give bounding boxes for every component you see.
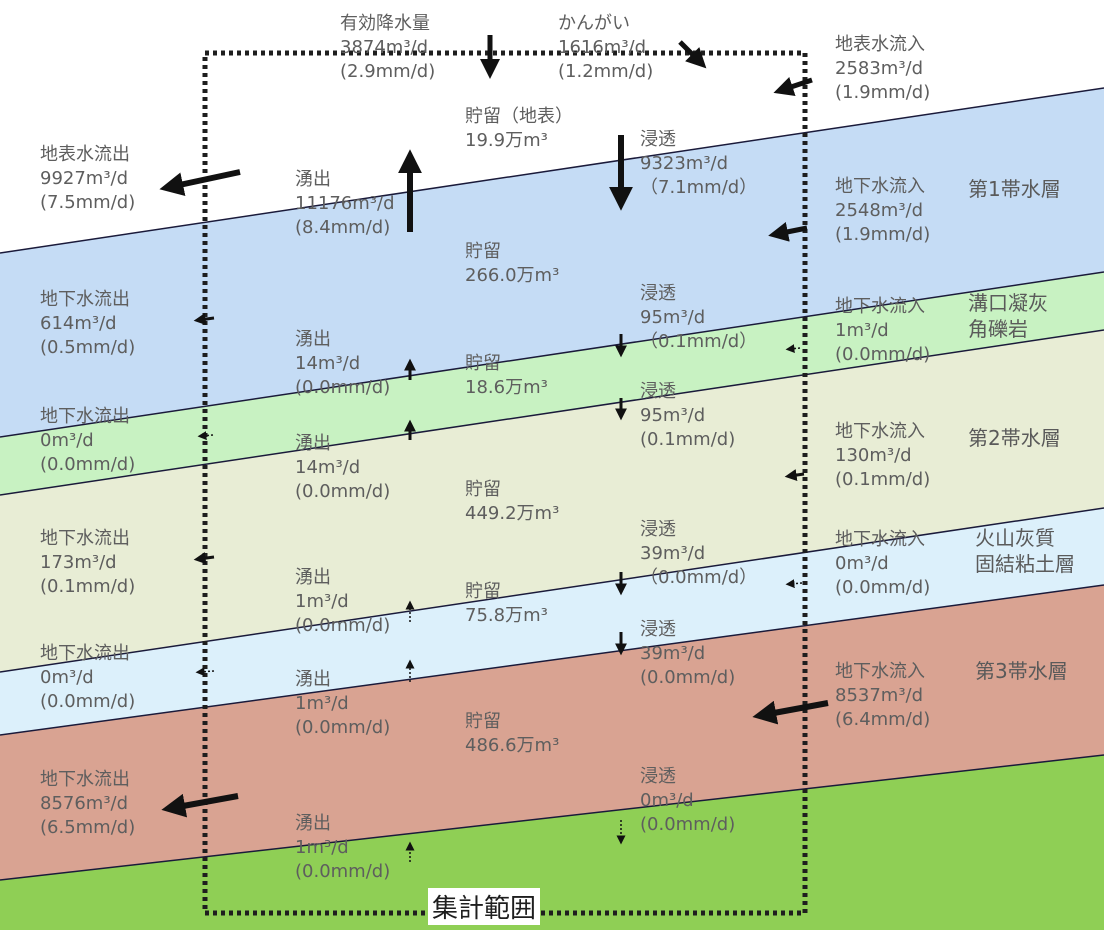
aq3-inflow-label: 地下水流入 8537m³/d (6.4mm/d) xyxy=(835,660,930,732)
scope-label: 集計範囲 xyxy=(428,888,540,925)
arrow-mizo-outflow xyxy=(202,435,213,436)
ash-outflow-label: 地下水流出 0m³/d (0.0mm/d) xyxy=(40,642,135,714)
ash-inflow-label: 地下水流入 0m³/d (0.0mm/d) xyxy=(835,528,930,600)
aq1-storage-label: 貯留 266.0万m³ xyxy=(465,240,559,288)
aq3-storage-label: 貯留 486.6万m³ xyxy=(465,710,559,758)
aq2-seepage-label: 浸透 39m³/d （0.0mm/d） xyxy=(640,518,757,590)
surface-upwelling-label: 湧出 11176m³/d (8.4mm/d) xyxy=(295,168,395,240)
layer-name-aquifer1: 第1帯水層 xyxy=(968,176,1061,202)
mizo-outflow-label: 地下水流出 0m³/d (0.0mm/d) xyxy=(40,405,135,477)
ash-seepage-label: 浸透 39m³/d (0.0mm/d) xyxy=(640,618,735,690)
aq2-storage-label: 貯留 449.2万m³ xyxy=(465,478,559,526)
aq3-seepage-label: 浸透 0m³/d (0.0mm/d) xyxy=(640,765,735,837)
surface-outflow-label: 地表水流出 9927m³/d (7.5mm/d) xyxy=(40,143,135,215)
surface-seepage-label: 浸透 9323m³/d （7.1mm/d） xyxy=(640,128,757,200)
surface-storage-label: 貯留（地表） 19.9万m³ xyxy=(465,105,573,153)
mizo-inflow-label: 地下水流入 1m³/d (0.0mm/d) xyxy=(835,295,930,367)
arrow-aq1-outflow xyxy=(199,318,214,320)
aq1-seepage-label: 浸透 95m³/d （0.1mm/d） xyxy=(640,282,757,354)
aq2-inflow-label: 地下水流入 130m³/d (0.1mm/d) xyxy=(835,420,930,492)
aq3-upwelling-label: 湧出 1m³/d (0.0mm/d) xyxy=(295,812,390,884)
ash-upwelling-label: 湧出 1m³/d (0.0mm/d) xyxy=(295,668,390,740)
arrow-surface-outflow xyxy=(170,172,240,187)
layer-name-aquifer3: 第3帯水層 xyxy=(975,658,1068,684)
aq1-inflow-label: 地下水流入 2548m³/d (1.9mm/d) xyxy=(835,175,930,247)
surface-inflow-label: 地表水流入 2583m³/d (1.9mm/d) xyxy=(835,33,930,105)
aq3-outflow-label: 地下水流出 8576m³/d (6.5mm/d) xyxy=(40,768,135,840)
mizo-seepage-label: 浸透 95m³/d (0.1mm/d) xyxy=(640,380,735,452)
mizo-upwelling-label: 湧出 14m³/d (0.0mm/d) xyxy=(295,432,390,504)
arrow-aq2-outflow xyxy=(199,557,214,559)
arrow-aq2-inflow xyxy=(790,474,804,476)
arrow-mizo-inflow xyxy=(790,348,800,349)
aq1-upwelling-label: 湧出 14m³/d (0.0mm/d) xyxy=(295,328,390,400)
aq2-outflow-label: 地下水流出 173m³/d (0.1mm/d) xyxy=(40,527,135,599)
aq2-upwelling-label: 湧出 1m³/d (0.0mm/d) xyxy=(295,566,390,638)
surface-precipitation-label: 有効降水量 3874m³/d (2.9mm/d) xyxy=(340,12,435,84)
aq1-outflow-label: 地下水流出 614m³/d (0.5mm/d) xyxy=(40,288,135,360)
ash-storage-label: 貯留 75.8万m³ xyxy=(465,580,548,628)
surface-irrigation-label: かんがい 1616m³/d (1.2mm/d) xyxy=(558,12,653,84)
layer-name-ash-clay: 火山灰質 固結粘土層 xyxy=(975,525,1075,577)
mizo-storage-label: 貯留 18.6万m³ xyxy=(465,352,548,400)
layer-name-aquifer2: 第2帯水層 xyxy=(968,425,1061,451)
layer-name-mizoguchi: 溝口凝灰 角礫岩 xyxy=(968,290,1048,342)
